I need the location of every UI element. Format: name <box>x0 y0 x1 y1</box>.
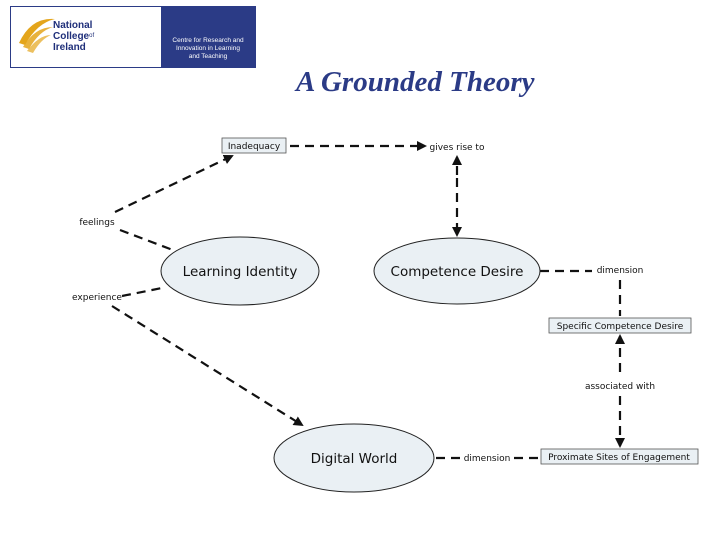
logo-college-word: College <box>53 31 90 42</box>
label-feelings: feelings <box>79 218 115 228</box>
edge-feelings-inadequacy <box>114 154 234 213</box>
label-gives-rise-to: gives rise to <box>430 143 485 153</box>
node-digital-world-label: Digital World <box>311 451 398 467</box>
node-learning-identity-label: Learning Identity <box>183 264 298 280</box>
edge-feelings-learning-identity <box>119 228 179 254</box>
node-competence-desire-shape <box>373 237 541 305</box>
header-banner: National Collegeof Ireland Centre for Re… <box>10 6 256 68</box>
centre-line-2: Innovation in Learning <box>176 45 240 52</box>
node-proximate-sites-label: Proximate Sites of Engagement <box>548 453 690 463</box>
centre-line-1: Centre for Research and <box>172 37 244 44</box>
node-proximate-sites-shape <box>540 448 699 465</box>
node-digital-world-shape <box>273 423 435 493</box>
node-competence-desire-label: Competence Desire <box>391 264 524 280</box>
edge-experience-digital-world <box>111 305 304 427</box>
label-dimension-competence: dimension <box>597 266 644 276</box>
node-specific-competence-desire-label: Specific Competence Desire <box>557 322 684 332</box>
node-inadequacy-shape <box>221 137 287 154</box>
logo-text: National Collegeof Ireland <box>53 20 94 53</box>
label-dimension-digital: dimension <box>464 454 511 464</box>
edge-experience-learning-identity <box>121 286 163 298</box>
centre-line-3: and Teaching <box>188 53 228 60</box>
centre-name-box: Centre for Research and Innovation in Le… <box>161 7 255 67</box>
logo-line-national: National <box>53 20 93 31</box>
node-learning-identity-shape <box>160 236 320 306</box>
college-logo: National Collegeof Ireland <box>11 7 161 67</box>
node-specific-competence-desire-shape <box>548 317 692 334</box>
label-experience: experience <box>72 293 122 303</box>
logo-of-word: of <box>89 33 95 39</box>
node-inadequacy-label: Inadequacy <box>228 142 281 152</box>
label-associated-with: associated with <box>585 382 655 392</box>
college-logo-icon <box>19 18 55 53</box>
page-title: A Grounded Theory <box>296 66 535 98</box>
logo-line-ireland: Ireland <box>53 42 86 53</box>
logo-line-college: Collegeof <box>53 31 94 42</box>
